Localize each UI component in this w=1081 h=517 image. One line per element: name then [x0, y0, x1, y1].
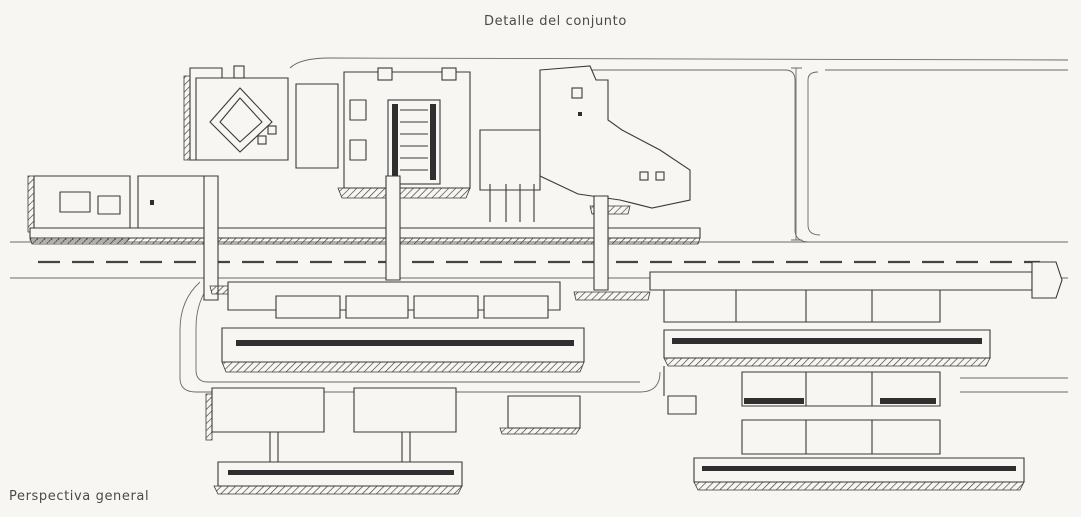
central-building — [295, 67, 471, 199]
upper-road-inner-edge — [560, 69, 1068, 243]
upper-road-inner-edge-right — [807, 69, 1068, 236]
road-median — [791, 67, 802, 241]
right-irregular-building — [479, 65, 691, 222]
lower-loop-road-outer — [179, 281, 661, 393]
building-left-2 — [137, 175, 206, 229]
lower-left-complex — [205, 281, 585, 495]
building-far-left — [33, 175, 131, 233]
left-building-cluster — [27, 67, 223, 241]
drawing-title-caption: Detalle del conjunto — [484, 14, 627, 29]
right-road-lower — [960, 377, 1068, 393]
lower-right-complex — [649, 261, 1063, 491]
upper-road-edge — [289, 57, 1069, 69]
drawing-subtitle-caption: Perspectiva general — [9, 489, 150, 504]
lower-loop-road-inner — [195, 281, 640, 383]
connecting-walkways — [29, 175, 701, 301]
diamond-building — [195, 65, 289, 161]
